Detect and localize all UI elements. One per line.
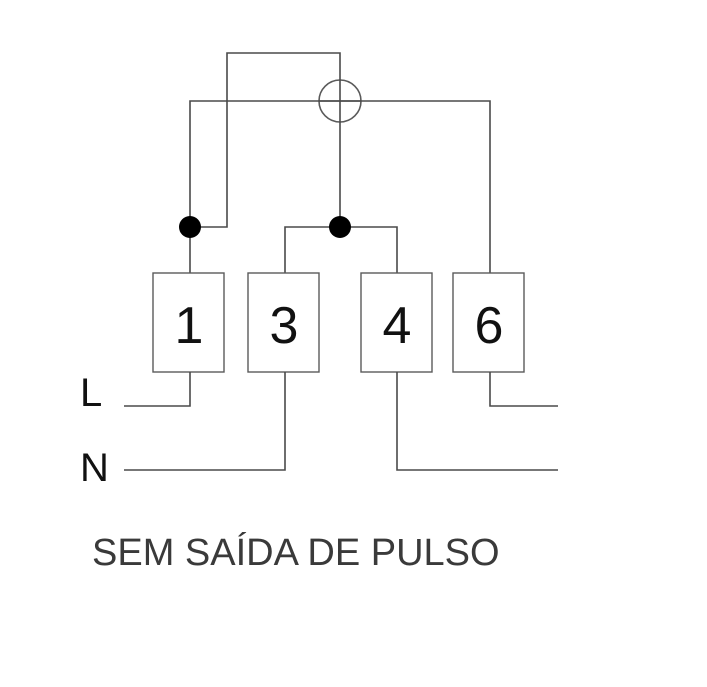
terminal-6: 6: [452, 272, 525, 373]
live-label: L: [80, 371, 102, 415]
terminal-3-label: 3: [270, 297, 299, 355]
junction-center: [329, 216, 351, 238]
wire-voltage-loop: [190, 52, 341, 228]
terminal-4-label: 4: [383, 297, 412, 355]
terminal-6-label: 6: [475, 297, 504, 355]
wire-neutral-out: [396, 372, 558, 471]
terminal-3: 3: [247, 272, 320, 373]
terminal-1-label: 1: [175, 297, 204, 355]
wire-neutral-in: [124, 372, 286, 471]
junction-left: [179, 216, 201, 238]
terminal-1: 1: [152, 272, 225, 373]
neutral-label: N: [80, 446, 109, 490]
wire-live-out: [489, 372, 558, 407]
diagram-caption: SEM SAÍDA DE PULSO: [92, 531, 500, 574]
terminal-4: 4: [360, 272, 433, 373]
wire-live-in: [124, 372, 191, 407]
